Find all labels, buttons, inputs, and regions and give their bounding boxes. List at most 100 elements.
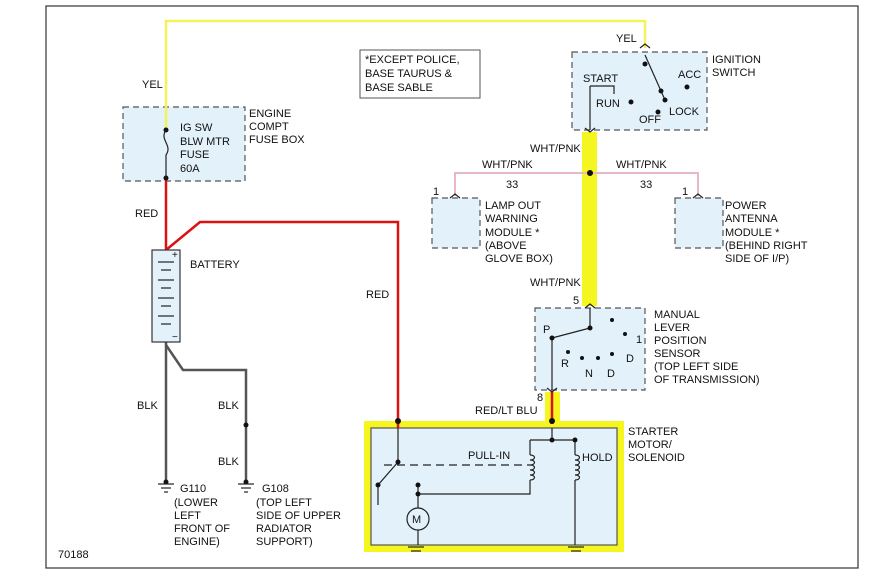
lamp-line1: LAMP OUT bbox=[485, 200, 541, 212]
note-line1: *EXCEPT POLICE, bbox=[365, 54, 460, 66]
mlps-dot bbox=[596, 356, 600, 360]
mlps-line4: SENSOR bbox=[654, 348, 701, 360]
lamp-line4: (ABOVE bbox=[485, 240, 527, 252]
connector-chevron bbox=[692, 193, 704, 199]
ign-run: RUN bbox=[596, 98, 620, 110]
red-label-middle: RED bbox=[366, 289, 389, 301]
starter-line3: SOLENOID bbox=[628, 452, 685, 464]
pin-1-right: 1 bbox=[682, 186, 688, 198]
ground-icon-motor bbox=[408, 546, 424, 552]
mlps-line3: POSITION bbox=[654, 335, 707, 347]
connector-chevron bbox=[449, 193, 461, 199]
lamp-line5: GLOVE BOX) bbox=[485, 253, 553, 265]
fusebox-title2: COMPT bbox=[249, 121, 289, 133]
g110-label: G110 bbox=[180, 483, 206, 495]
ign-off: OFF bbox=[639, 114, 661, 126]
lamp-line3: MODULE * bbox=[485, 227, 540, 239]
ant-line3: MODULE * bbox=[725, 227, 780, 239]
connector-chevron bbox=[584, 303, 596, 309]
starter-dot bbox=[415, 491, 421, 497]
ground-icon-hold bbox=[568, 546, 584, 552]
lamp-line2: WARNING bbox=[485, 213, 538, 225]
starter-dot bbox=[375, 482, 381, 488]
ground-icon-g108 bbox=[238, 483, 254, 493]
fuse-line1: IG SW bbox=[180, 122, 213, 134]
ign-title2: SWITCH bbox=[712, 67, 755, 79]
gear-r: R bbox=[561, 358, 569, 370]
pull-in-label: PULL-IN bbox=[468, 450, 510, 462]
g108-line4: SUPPORT) bbox=[256, 536, 313, 548]
fuse-line4: 60A bbox=[180, 163, 200, 175]
g110-line2: LEFT bbox=[174, 510, 201, 522]
red-label-upper: RED bbox=[135, 208, 158, 220]
wht-pnk-wire-lamp bbox=[454, 172, 590, 196]
mlps-dot bbox=[549, 335, 555, 341]
mlps-contacts bbox=[551, 308, 591, 390]
connector-chevron bbox=[639, 43, 651, 49]
fusebox-title1: ENGINE bbox=[249, 108, 291, 120]
ant-line4: (BEHIND RIGHT bbox=[725, 240, 808, 252]
starter-dot bbox=[395, 459, 401, 465]
ign-lock: LOCK bbox=[669, 106, 700, 118]
lamp-out-module-box bbox=[431, 197, 481, 249]
pin-33-left: 33 bbox=[506, 179, 518, 191]
note-line3: BASE SABLE bbox=[365, 82, 433, 94]
mlps-dot bbox=[623, 332, 627, 336]
mlps-line5: (TOP LEFT SIDE bbox=[654, 361, 738, 373]
connector-chevron bbox=[546, 387, 558, 393]
starter-box bbox=[370, 427, 618, 546]
blk-label-right1: BLK bbox=[218, 400, 239, 412]
motor-label: M bbox=[412, 514, 421, 526]
fusebox-title3: FUSE BOX bbox=[249, 134, 305, 146]
ignition-switch-contacts bbox=[589, 54, 690, 130]
wht-pnk-wire-antenna bbox=[590, 172, 699, 196]
fuse-line2: BLW MTR bbox=[180, 136, 230, 148]
battery-icon: + − bbox=[151, 249, 181, 343]
wht-pnk-left: WHT/PNK bbox=[482, 159, 533, 171]
gear-n: N bbox=[585, 368, 593, 380]
note-line2: BASE TAURUS & bbox=[365, 68, 453, 80]
starter-dot bbox=[549, 437, 555, 443]
junction-dot bbox=[163, 479, 169, 485]
ign-acc: ACC bbox=[678, 69, 701, 81]
mlps-dot bbox=[580, 356, 584, 360]
ground-icon-g110 bbox=[158, 483, 174, 493]
wht-pnk-lower: WHT/PNK bbox=[530, 277, 581, 289]
g108-line1: (TOP LEFT bbox=[256, 497, 312, 509]
ant-line1: POWER bbox=[725, 200, 767, 212]
mlps-dot bbox=[566, 350, 570, 354]
fuse-box bbox=[122, 106, 246, 182]
starter-dot bbox=[415, 482, 421, 488]
g110-line3: FRONT OF bbox=[174, 523, 230, 535]
ign-start: START bbox=[583, 73, 618, 85]
start-circuit-highlight-wire bbox=[582, 132, 597, 306]
mlps-line2: LEVER bbox=[654, 322, 690, 334]
gear-p: P bbox=[543, 324, 550, 336]
blk-label-right2: BLK bbox=[218, 456, 239, 468]
g108-line2: SIDE OF UPPER bbox=[256, 510, 341, 522]
junction-dot bbox=[549, 418, 555, 424]
gear-d-lower: D bbox=[607, 368, 615, 380]
gear-d-upper: D bbox=[626, 353, 634, 365]
yel-wire bbox=[164, 19, 647, 130]
hold-label: HOLD bbox=[582, 452, 613, 464]
motor-icon bbox=[406, 507, 430, 531]
mlps-dot bbox=[587, 325, 593, 331]
starter-line2: MOTOR/ bbox=[628, 439, 673, 451]
g110-line1: (LOWER bbox=[174, 497, 218, 509]
junction-dot bbox=[587, 170, 593, 176]
antenna-module-box bbox=[674, 197, 724, 249]
ignition-switch-box bbox=[571, 51, 708, 131]
junction-dot bbox=[243, 422, 249, 428]
g110-line4: ENGINE) bbox=[174, 536, 220, 548]
junction-dot bbox=[243, 479, 249, 485]
mlps-line1: MANUAL bbox=[654, 309, 700, 321]
red-lt-blu-label: RED/LT BLU bbox=[475, 405, 538, 417]
svg-text:+: + bbox=[172, 250, 178, 261]
yel-label-left: YEL bbox=[142, 79, 163, 91]
blk-label-left: BLK bbox=[137, 400, 158, 412]
pin-1-left: 1 bbox=[433, 186, 439, 198]
wht-pnk-right: WHT/PNK bbox=[616, 159, 667, 171]
ant-line2: ANTENNA bbox=[725, 213, 778, 225]
